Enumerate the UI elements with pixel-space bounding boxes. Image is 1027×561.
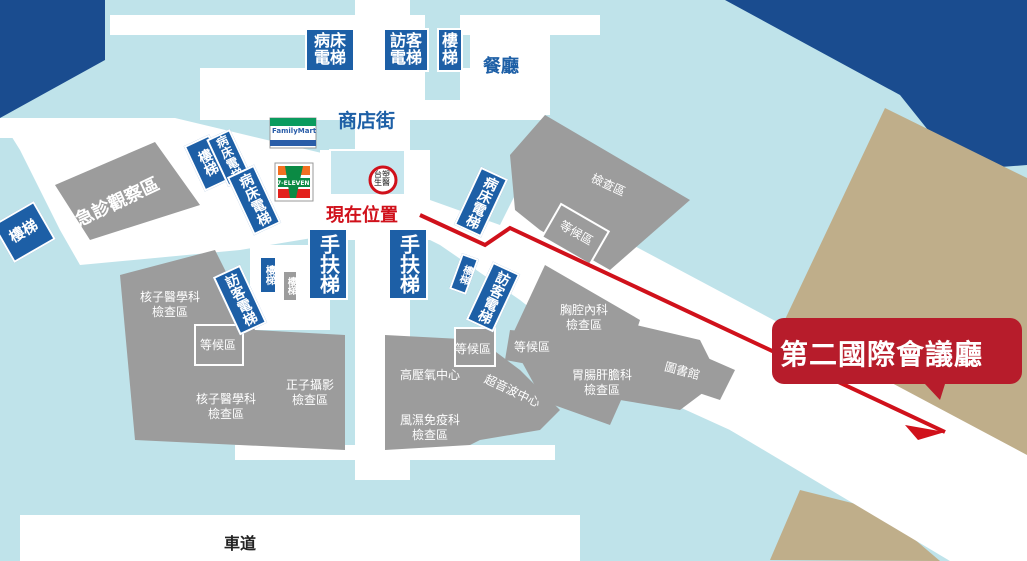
escalator-left-label: 手扶梯 <box>308 228 348 300</box>
waiting-left-label: 等候區 <box>200 338 237 352</box>
pet-exam-label: 正子攝影 檢查區 <box>286 378 335 407</box>
waiting-center2-label: 等候區 <box>514 340 551 354</box>
street-label: 商店街 <box>338 110 396 132</box>
patient-elevator-top-label: 病床 電梯 <box>305 28 355 72</box>
rheumatology-label: 風濕免疫科 檢查區 <box>400 413 461 442</box>
seven-eleven-logo: 7-ELEVEN <box>277 180 310 187</box>
hyperbaric-label: 高壓氧中心 <box>400 368 461 382</box>
familymart-logo: FamilyMart <box>272 127 317 135</box>
destination-callout <box>772 318 1022 384</box>
nuclear-medicine-bottom-label: 核子醫學科 檢查區 <box>196 392 257 421</box>
current-location-marker <box>368 165 398 195</box>
waiting-center-label: 等候區 <box>455 342 492 356</box>
dark-block-top-left <box>0 0 105 118</box>
gastro-exam-label: 胃腸肝膽科 檢查區 <box>572 368 633 397</box>
visitor-elevator-top-label: 訪客 電梯 <box>383 28 429 72</box>
current-location-label: 現在位置 <box>326 205 398 226</box>
driveway-label: 車道 <box>224 534 257 553</box>
pharmacy-marker-label: 台塑 生醫 <box>374 170 390 188</box>
rooms <box>55 115 735 450</box>
chest-medicine-label: 胸腔內科 檢查區 <box>560 303 609 332</box>
route-line <box>419 213 946 434</box>
nuclear-medicine-top-label: 核子醫學科 檢查區 <box>140 290 201 319</box>
route-arrowhead <box>905 425 945 440</box>
dark-block-top-right <box>725 0 1027 170</box>
escalator-right-label: 手扶梯 <box>388 228 428 300</box>
restaurant-label: 餐廳 <box>483 56 519 77</box>
small-stairs-right2-label: 樓梯 <box>282 270 298 302</box>
destination-title: 第二國際會議廳 <box>780 338 984 371</box>
small-stairs-left-label: 樓梯 <box>259 256 277 294</box>
stairs-top-label: 樓 梯 <box>437 28 463 72</box>
